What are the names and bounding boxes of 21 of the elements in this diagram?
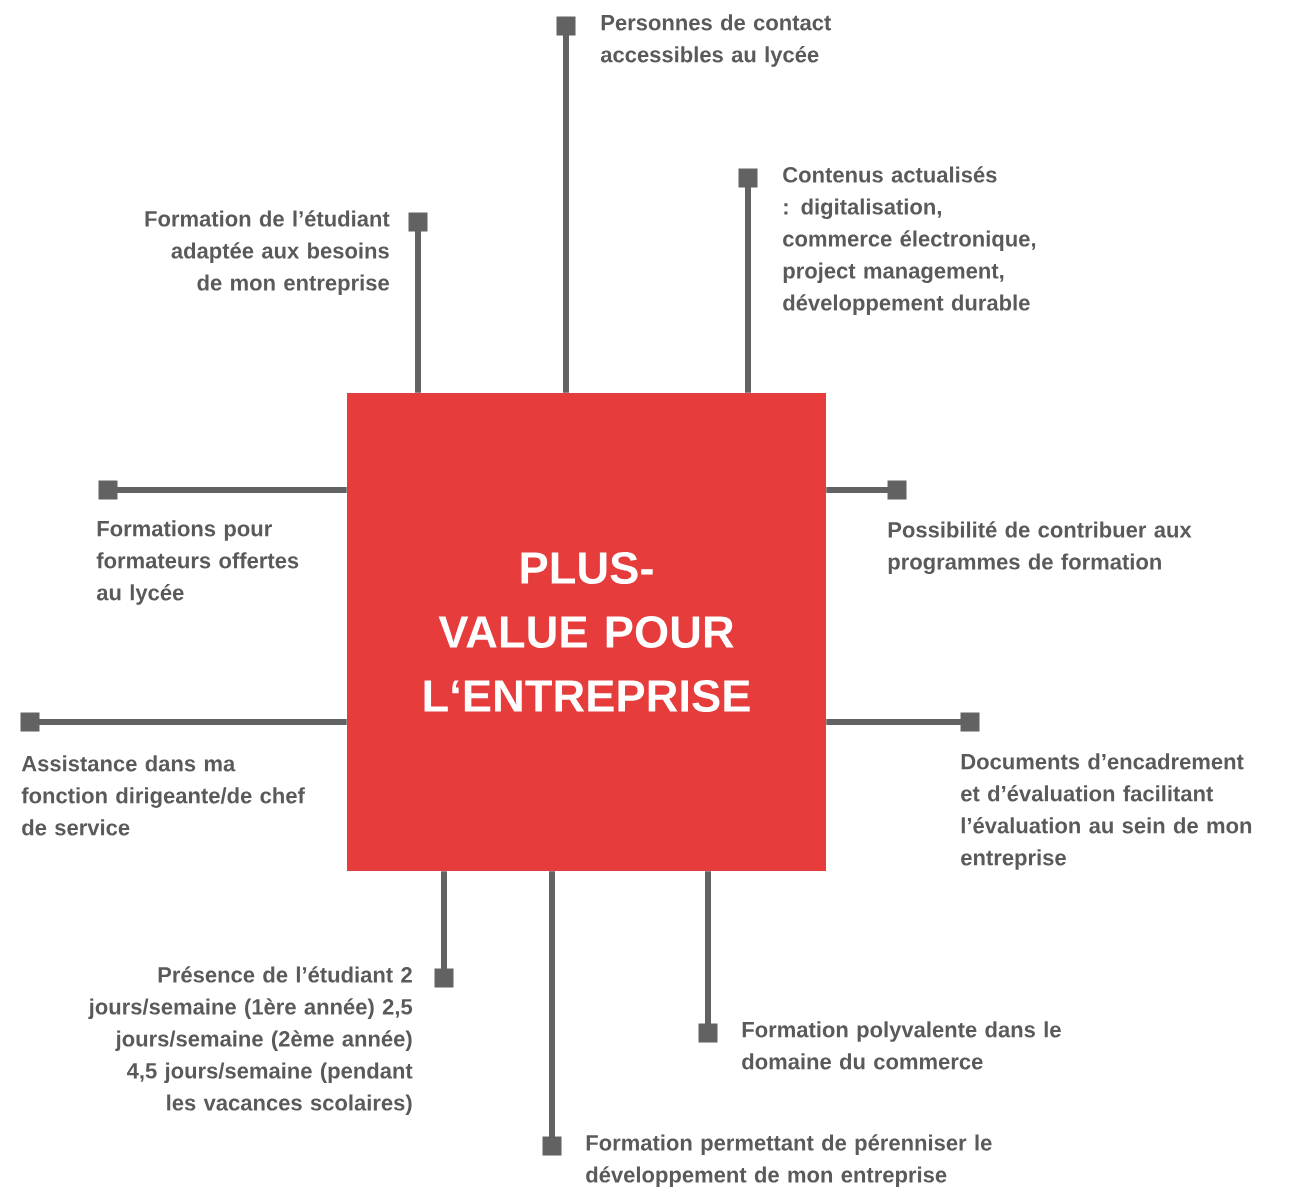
leader-line <box>826 712 980 732</box>
center-box: PLUS-VALUE POUR L‘ENTREPRISE <box>347 393 826 871</box>
benefit-text: Présence de l’étudiant 2 jours/semaine (1ère année) 2,5 jours/semaine (2ème année) 4,5 jours/semaine (pendant les vacances scolaires) <box>88 966 413 1115</box>
benefit-text: Formation de l’étudiant adaptée aux besoins de mon entreprise <box>145 210 390 295</box>
benefit-text: Documents d’encadrement et d’évaluation facilitant l’évaluation au sein de mon entreprise <box>961 753 1252 870</box>
leader-line <box>408 212 428 393</box>
leader-line <box>434 871 454 988</box>
benefit-text: Assistance dans ma fonction dirigeante/de chef de service <box>21 755 305 836</box>
benefit-text: Contenus actualisés : digitalisation, commerce électronique, project management, développement durable <box>783 166 1036 315</box>
leader-line <box>698 871 718 1043</box>
benefit-text: Formations pour formateurs offertes au lycée <box>96 520 299 605</box>
leader-line <box>556 16 576 393</box>
leader-line <box>20 712 347 732</box>
leader-line <box>738 168 758 393</box>
benefit-text: Formation polyvalente dans le domaine du commerce <box>742 1021 1061 1070</box>
benefit-text: Possibilité de contribuer aux programmes de formation <box>888 521 1192 575</box>
leader-line <box>542 871 562 1156</box>
benefit-text: Personnes de contact accessibles au lycée <box>600 14 832 67</box>
benefit-text: Formation permettant de pérenniser le développement de mon entreprise <box>586 1134 992 1187</box>
leader-line <box>98 480 347 500</box>
leader-line <box>826 480 907 500</box>
